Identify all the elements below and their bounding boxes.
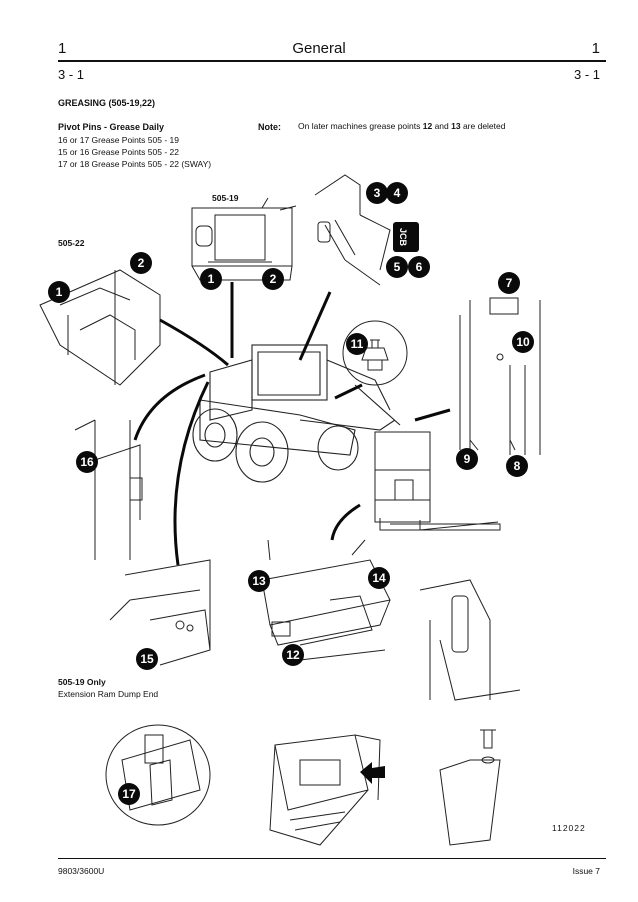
- note-bold-12: 12: [422, 121, 433, 131]
- callout-15: 15: [136, 648, 158, 670]
- panel-505-22: [39, 269, 161, 386]
- section-heading: GREASING (505-19,22): [58, 98, 156, 108]
- callout-3: 3: [366, 182, 388, 204]
- note-pre: On later machines grease points: [298, 121, 423, 131]
- right-panel-detail: [459, 297, 541, 455]
- page-number-left: 3 - 1: [58, 67, 85, 82]
- interior-detail: [269, 734, 381, 846]
- note-mid: and: [432, 121, 452, 131]
- label-505-22: 505-22: [58, 238, 85, 248]
- page-number-right: 3 - 1: [573, 67, 600, 82]
- chapter-title: General: [292, 40, 346, 57]
- grease-point-line-3: 17 or 18 Grease Points 505 - 22 (SWAY): [58, 159, 212, 169]
- callout-7: 7: [498, 272, 520, 294]
- left-middle-detail: [74, 419, 143, 560]
- grease-point-line-2: 15 or 16 Grease Points 505 - 22: [58, 147, 179, 157]
- callout-2-top: 2: [262, 268, 284, 290]
- grease-point-line-1: 16 or 17 Grease Points 505 - 19: [58, 135, 179, 145]
- callout-2: 2: [130, 252, 152, 274]
- arrow-icon: [360, 762, 385, 784]
- extension-ram-detail: [105, 724, 211, 826]
- callout-13: 13: [248, 570, 270, 592]
- footer-rule: [58, 858, 606, 859]
- telehandler-machine: [192, 344, 401, 483]
- cylinder-top-detail: [314, 174, 391, 286]
- doc-number: 9803/3600U: [58, 866, 105, 876]
- callout-16: 16: [76, 451, 98, 473]
- jcb-logo-icon: JCB: [393, 222, 419, 252]
- callout-6: 6: [408, 256, 430, 278]
- callout-8: 8: [506, 455, 528, 477]
- callout-1-top: 1: [200, 268, 222, 290]
- callout-9: 9: [456, 448, 478, 470]
- svg-text:JCB: JCB: [398, 228, 408, 247]
- fork-carriage: [374, 431, 501, 531]
- header-rule: [58, 60, 606, 62]
- leader-lines: [133, 282, 451, 566]
- callout-11: 11: [346, 333, 368, 355]
- left-lower-detail: [109, 559, 211, 666]
- callout-1: 1: [48, 281, 70, 303]
- chapter-number-right: 1: [591, 40, 600, 57]
- callout-17: 17: [118, 783, 140, 805]
- pivot-title: Pivot Pins - Grease Daily: [58, 122, 165, 132]
- note-label: Note:: [258, 122, 281, 132]
- callout-10: 10: [512, 331, 534, 353]
- note-post: are deleted: [460, 121, 506, 131]
- callout-12: 12: [282, 644, 304, 666]
- only-subtitle: Extension Ram Dump End: [58, 689, 159, 699]
- cab-top-detail: [191, 197, 297, 281]
- callout-4: 4: [386, 182, 408, 204]
- chapter-number-left: 1: [58, 40, 67, 57]
- issue-number: Issue 7: [572, 866, 600, 876]
- grease-nipple-detail: [342, 320, 408, 386]
- callout-5: 5: [386, 256, 408, 278]
- callout-14: 14: [368, 567, 390, 589]
- bolt-bracket-detail: [439, 729, 501, 846]
- right-lower-detail: [419, 579, 521, 701]
- note-bold-13: 13: [451, 121, 461, 131]
- label-505-19: 505-19: [212, 193, 239, 203]
- bottom-middle-detail: [261, 539, 391, 661]
- only-title: 505-19 Only: [58, 677, 106, 687]
- note-text: On later machines grease points 12 and 1…: [298, 120, 505, 132]
- figure-ref-number: 112022: [552, 823, 586, 833]
